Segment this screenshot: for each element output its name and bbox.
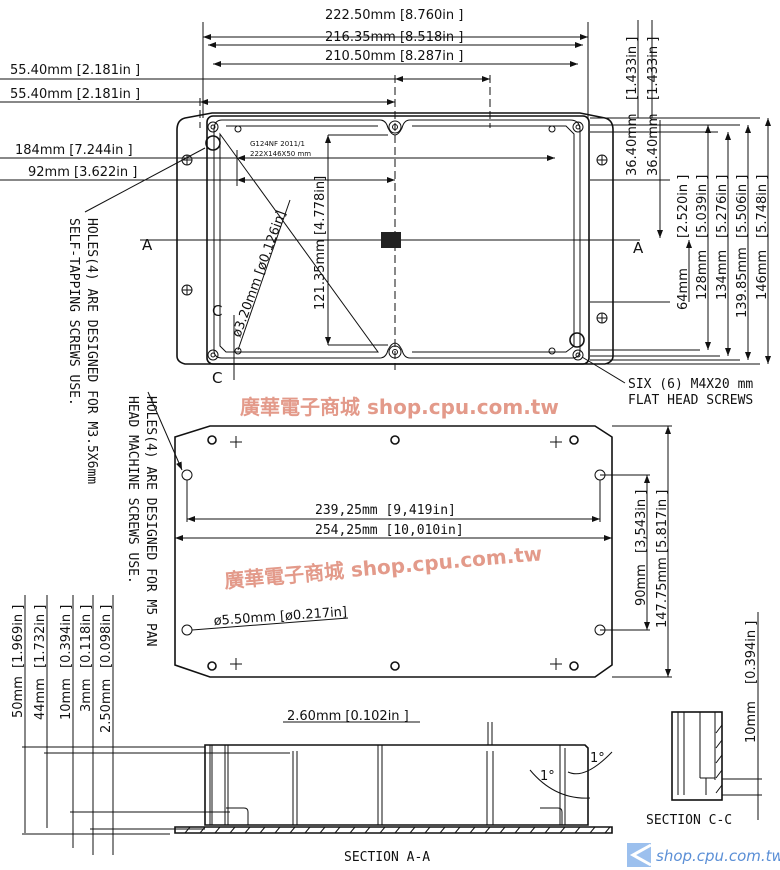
section-mark-c-top: C — [212, 302, 222, 320]
dim-height-128-in: [5.039in ] — [695, 175, 710, 238]
dim-aa-10-mm: 10mm — [59, 678, 74, 720]
dim-wall-thickness: 2.60mm [0.102in ] — [287, 709, 409, 724]
dim-hole-offset-1: 55.40mm [2.181in ] — [10, 63, 140, 78]
section-aa-title: SECTION A-A — [344, 850, 430, 865]
section-mark-c-bottom: C — [212, 369, 222, 387]
dim-right-in-2: [1.433in ] — [646, 37, 661, 100]
watermark-2: 廣華電子商城 shop.cpu.com.tw — [240, 395, 559, 419]
dim-height-146-mm: 146mm — [755, 250, 770, 300]
dim-aa-3-mm: 3mm — [79, 678, 94, 712]
dim-height-64-mm: 64mm — [676, 268, 691, 310]
logo-mark — [381, 232, 401, 248]
dim-height-134-mm: 134mm — [715, 250, 730, 300]
dim-base-height-outer-in: [5.817in ] — [655, 490, 670, 553]
dim-height-146-in: [5.748in ] — [755, 175, 770, 238]
dim-height-139-in: [5.506in ] — [735, 175, 750, 238]
dim-width-outer: 222.50mm [8.760in ] — [325, 8, 463, 23]
dim-span-184: 184mm [7.244in ] — [15, 143, 133, 158]
angle-label-1: 1° — [540, 769, 555, 784]
dim-aa-10-in: [0.394in ] — [59, 605, 74, 668]
dim-aa-250-in: [0.098in ] — [99, 605, 114, 668]
section-aa-body — [204, 744, 589, 826]
dim-aa-50-mm: 50mm — [11, 676, 26, 718]
base-outline — [174, 425, 613, 678]
bottom-view: 239,25mm [9,419in] 254,25mm [10,010in] [… — [125, 391, 672, 678]
dim-base-height-inner-in: [3,543in ] — [634, 490, 649, 553]
dim-width-inner: 210.50mm [8.287in ] — [325, 49, 463, 64]
dim-inner-height: 121.35mm [4.778in] — [313, 176, 328, 310]
mount-holes — [181, 435, 606, 671]
dim-width-mid: 216.35mm [8.518in ] — [325, 30, 463, 45]
holes-note-top-2: SELF-TAPPING SCREWS USE. — [66, 218, 81, 406]
dim-base-height-outer-mm: 147.75mm — [655, 557, 670, 628]
dim-right-mm-1: 36.40mm — [625, 113, 640, 176]
screws-note-1: SIX (6) M4X20 mm — [628, 377, 753, 392]
watermark-1: 廣華電子商城 shop.cpu.com.tw — [223, 541, 543, 593]
section-cc-body — [671, 711, 723, 801]
dim-hole-offset-2: 55.40mm [2.181in ] — [10, 87, 140, 102]
dim-base-height-inner-mm: 90mm — [634, 564, 649, 606]
dim-aa-250-mm: 2.50mm — [99, 679, 114, 733]
section-mark-a-right: A — [633, 239, 644, 257]
holes-note-bottom-2: HEAD MACHINE SCREWS USE. — [125, 396, 140, 584]
screw-holes — [181, 120, 608, 361]
dim-height-64-in: [2.520in ] — [676, 175, 691, 238]
angle-label-2: 1° — [590, 751, 605, 766]
dim-hole-dia-top: ø3.20mm [ø0.126in] — [230, 209, 290, 340]
height-dims: [2.520in ] 64mm [5.039in ] 128mm [5.276i… — [676, 118, 771, 364]
screws-note-2: FLAT HEAD SCREWS — [628, 393, 753, 408]
dim-aa-3-in: [0.118in ] — [79, 605, 94, 668]
model-label-2: 222X146X50 mm — [250, 150, 311, 158]
holes-note-top-1: HOLES(4) ARE DESIGNED FOR M3.5X6mm — [84, 218, 99, 484]
dim-right-mm-2: 36.40mm — [646, 113, 661, 176]
dim-span-outer: 254,25mm [10,010in] — [315, 523, 464, 538]
holes-note-bottom-1: HOLES(4) ARE DESIGNED FOR M5 PAN — [143, 396, 158, 646]
dim-cc-in: [0.394in ] — [744, 621, 759, 684]
logo-text: shop.cpu.com.tw — [656, 847, 780, 865]
dim-right-in-1: [1.433in ] — [625, 37, 640, 100]
site-logo: shop.cpu.com.tw — [627, 843, 780, 867]
dim-hole-dia-bottom: ø5.50mm [ø0.217in] — [213, 605, 347, 629]
dim-height-128-mm: 128mm — [695, 250, 710, 300]
section-cc-title: SECTION C-C — [646, 813, 732, 828]
dim-height-139-mm: 139.85mm — [735, 247, 750, 318]
section-c-c: 10mm [0.394in ] SECTION C-C — [646, 612, 762, 828]
section-a-a: 50mm [1.969in ] 44mm [1.732in ] 10mm [0.… — [11, 595, 613, 865]
dim-span-92: 92mm [3.622in ] — [28, 165, 137, 180]
section-mark-a-left: A — [142, 236, 153, 254]
dim-height-134-in: [5.276in ] — [715, 175, 730, 238]
model-label-1: G124NF 2011/1 — [250, 140, 305, 148]
dim-aa-44-mm: 44mm — [33, 678, 48, 720]
section-aa-dims: 50mm [1.969in ] 44mm [1.732in ] 10mm [0.… — [11, 595, 290, 855]
dim-span-inner: 239,25mm [9,419in] — [315, 503, 456, 518]
dim-aa-44-in: [1.732in ] — [33, 605, 48, 668]
dim-aa-50-in: [1.969in ] — [11, 605, 26, 668]
dim-cc-mm: 10mm — [744, 701, 759, 743]
